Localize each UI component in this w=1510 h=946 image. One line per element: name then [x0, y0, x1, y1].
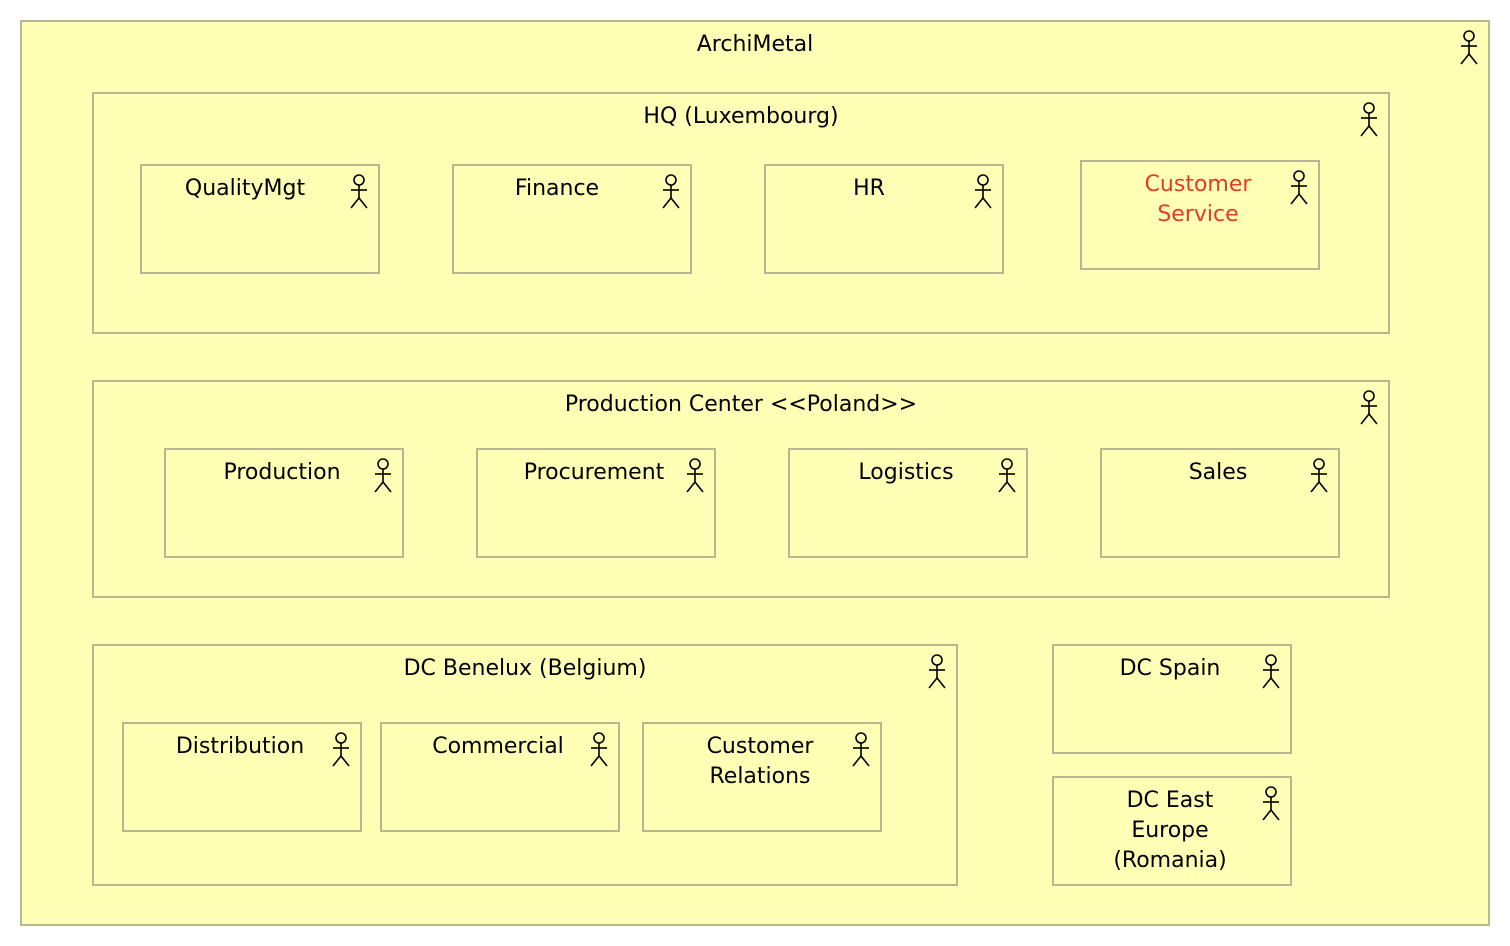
- unit-label: Sales: [1188, 460, 1248, 485]
- unit-label: Production: [223, 460, 341, 485]
- unit-label: HR: [853, 176, 885, 201]
- unit-label: Customer Relations: [706, 734, 814, 789]
- dc-east-europe-label: DC East Europe (Romania): [1113, 788, 1227, 873]
- unit-label: Commercial: [432, 734, 564, 759]
- dc-spain-label: DC Spain: [1119, 656, 1221, 681]
- dc-spain[interactable]: DC Spain: [1052, 644, 1292, 754]
- actor-icon: [686, 458, 704, 494]
- actor-icon: [1360, 102, 1378, 138]
- actor-icon: [974, 174, 992, 210]
- unit-commercial[interactable]: Commercial: [380, 722, 620, 832]
- unit-customer-relations[interactable]: Customer Relations: [642, 722, 882, 832]
- unit-hr[interactable]: HR: [764, 164, 1004, 274]
- unit-production[interactable]: Production: [164, 448, 404, 558]
- actor-icon: [662, 174, 680, 210]
- actor-icon: [1262, 786, 1280, 822]
- actor-icon: [1310, 458, 1328, 494]
- actor-icon: [928, 654, 946, 690]
- actor-icon: [590, 732, 608, 768]
- archimetal-label: ArchiMetal: [696, 32, 814, 57]
- actor-icon: [350, 174, 368, 210]
- actor-icon: [1262, 654, 1280, 690]
- dc-east-europe[interactable]: DC East Europe (Romania): [1052, 776, 1292, 886]
- unit-qualitymgt[interactable]: QualityMgt: [140, 164, 380, 274]
- unit-label: Distribution: [175, 734, 305, 759]
- actor-icon: [1290, 170, 1308, 206]
- actor-icon: [998, 458, 1016, 494]
- unit-distribution[interactable]: Distribution: [122, 722, 362, 832]
- actor-icon: [332, 732, 350, 768]
- dc-benelux-label: DC Benelux (Belgium): [403, 656, 647, 681]
- actor-icon: [1460, 30, 1478, 66]
- actor-icon: [374, 458, 392, 494]
- actor-icon: [852, 732, 870, 768]
- unit-label: Finance: [514, 176, 600, 201]
- unit-procurement[interactable]: Procurement: [476, 448, 716, 558]
- unit-logistics[interactable]: Logistics: [788, 448, 1028, 558]
- unit-label: Procurement: [523, 460, 665, 485]
- actor-icon: [1360, 390, 1378, 426]
- unit-label: QualityMgt: [184, 176, 306, 201]
- unit-finance[interactable]: Finance: [452, 164, 692, 274]
- hq-label: HQ (Luxembourg): [643, 104, 839, 129]
- unit-label: Logistics: [858, 460, 954, 485]
- production-center-label: Production Center <<Poland>>: [564, 392, 918, 417]
- unit-sales[interactable]: Sales: [1100, 448, 1340, 558]
- unit-label: Customer Service: [1144, 172, 1252, 227]
- unit-customer-service[interactable]: Customer Service: [1080, 160, 1320, 270]
